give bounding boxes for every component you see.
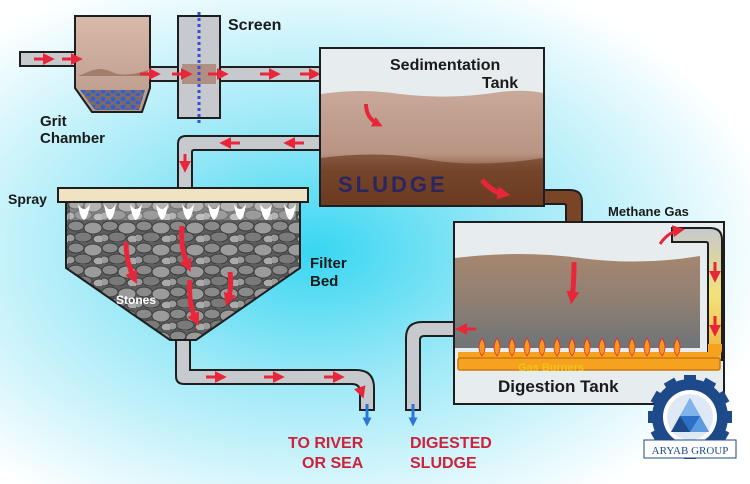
flame-icon [613,337,621,357]
spray-drop-icon [260,204,272,220]
sed-inflow-arrow [364,103,383,127]
label-digested-line2: SLUDGE [410,455,477,472]
gas-burner-bar [457,344,722,371]
flame-icon [523,337,531,357]
label-river-line1: TO RIVER [288,435,364,452]
spray-drop-icon [104,204,116,220]
label-gas-burners: Gas Burners [518,362,584,374]
label-filter-line1: Filter [310,255,347,272]
flame-icon [508,337,516,357]
flame-icon [658,337,666,357]
label-stones: Stones [116,293,156,307]
aryab-group-logo: ARYAB GROUP [643,375,737,459]
label-grit-line1: Grit [40,113,67,130]
flame-icon [568,337,576,357]
flame-icon [493,337,501,357]
spray-drop-icon [130,204,142,220]
pipe-filter-to-river [175,339,375,427]
filter-flow-arrows [123,225,237,326]
spray-nozzles [78,204,296,220]
label-sludge: SLUDGE [338,172,448,197]
label-spray: Spray [8,191,47,207]
label-methane: Methane Gas [608,204,689,219]
label-digestion: Digestion Tank [498,377,619,396]
screen-unit [177,12,221,126]
flame-icon [538,337,546,357]
triangle-emblem-icon [671,398,709,432]
label-digested-line1: DIGESTED [410,435,492,452]
flame-icon [673,337,681,357]
label-screen: Screen [228,17,281,34]
spray-drop-icon [78,204,90,220]
flame-icon [598,337,606,357]
label-grit-line2: Chamber [40,130,105,147]
spray-drop-icon [208,204,220,220]
flame-icon [478,337,486,357]
label-sed-line2: Tank [482,75,518,92]
pipe-digested-sludge [405,321,476,427]
spray-drop-icon [234,204,246,220]
flame-icon [643,337,651,357]
label-sed-line1: Sedimentation [390,57,500,74]
spray-drop-icon [156,204,168,220]
label-filter-line2: Bed [310,273,338,290]
spray-drop-icon [182,204,194,220]
label-river-line2: OR SEA [302,455,364,472]
spray-drop-icon [284,204,296,220]
gas-flames [478,337,681,357]
flame-icon [553,337,561,357]
grit-chamber [74,15,151,113]
sludge-arrow [480,178,511,200]
flame-icon [628,337,636,357]
digestion-inflow-arrow [566,261,580,305]
logo-text: ARYAB GROUP [652,445,729,457]
flame-icon [583,337,591,357]
